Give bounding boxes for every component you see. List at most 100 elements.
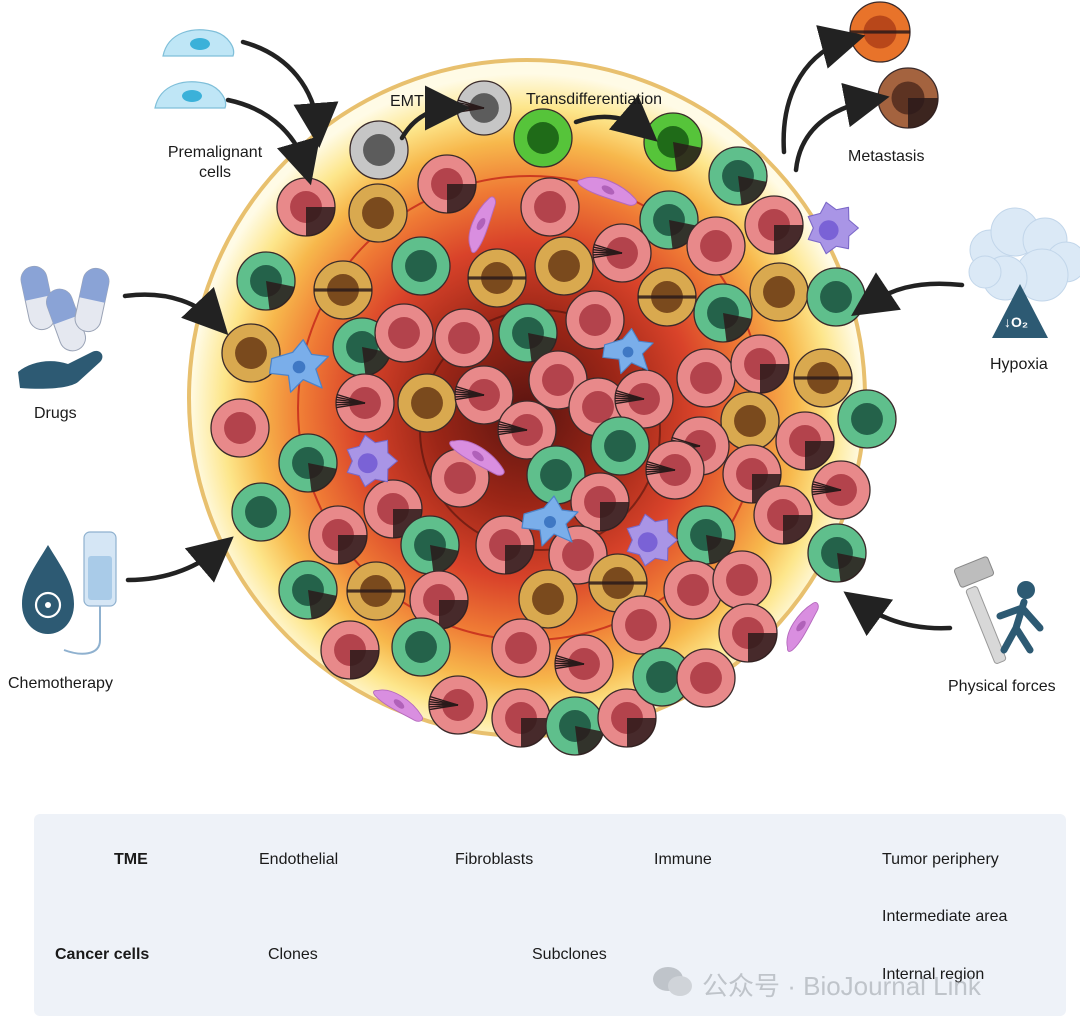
cancer-cell xyxy=(475,515,535,575)
cell-nucleus xyxy=(527,122,559,154)
cancer-cell xyxy=(592,223,652,283)
cancer-cell xyxy=(730,334,790,394)
metastasis-label: Metastasis xyxy=(848,148,925,165)
subclone-wedge xyxy=(308,463,337,492)
subclone-fan-line xyxy=(556,654,585,665)
cancer-cell xyxy=(614,369,674,429)
cancer-cell xyxy=(565,290,625,350)
cancer-cell xyxy=(335,373,395,433)
premalignant-label-line1: Premalignant xyxy=(167,144,263,161)
fibroblast-nucleus xyxy=(622,346,634,358)
subclone-fan-line xyxy=(430,695,459,706)
subclone-quarter xyxy=(447,184,476,213)
hypoxia-o2-symbol: ↓O₂ xyxy=(1004,314,1029,330)
cancer-cell xyxy=(676,648,736,708)
subclone-stripe xyxy=(850,30,910,34)
subclone-quarter xyxy=(505,545,534,574)
cancer-cell xyxy=(518,569,578,629)
subclone-quarter xyxy=(805,441,834,470)
subclone-quarter xyxy=(600,502,629,531)
cancer-cell xyxy=(278,560,338,620)
cancer-cell xyxy=(807,523,867,583)
subclone-stripe xyxy=(589,581,647,585)
transdifferentiation-label: Transdifferentiation xyxy=(526,91,663,108)
cell-nucleus xyxy=(690,662,722,694)
subclone-fan-line xyxy=(499,420,528,431)
cancer-cell xyxy=(374,303,434,363)
cancer-cell xyxy=(313,260,373,320)
premalignant-cell-1 xyxy=(162,29,235,57)
cancer-cell xyxy=(363,479,423,539)
iv-tube xyxy=(63,606,101,655)
endothelial-nucleus xyxy=(472,450,484,462)
subclone-wedge xyxy=(706,535,735,564)
fibroblast-cell xyxy=(268,339,330,393)
cancer-cell xyxy=(645,440,705,500)
drugs-label: Drugs xyxy=(34,405,77,422)
immune-nucleus xyxy=(637,532,658,553)
person-head xyxy=(1017,581,1035,599)
cell-nucleus xyxy=(444,462,476,494)
cell-nucleus xyxy=(235,337,267,369)
immune-cell xyxy=(626,513,678,567)
cancer-cell xyxy=(611,595,671,655)
external-icons xyxy=(18,29,1080,664)
arrows xyxy=(122,25,965,637)
subclone-quarter xyxy=(774,225,803,254)
cell-nucleus xyxy=(625,609,657,641)
subclone-fan-line xyxy=(337,393,366,404)
chemotherapy-label: Chemotherapy xyxy=(8,675,113,692)
hypoxia-label: Hypoxia xyxy=(990,356,1048,373)
cell-nucleus xyxy=(224,412,256,444)
cell-nucleus xyxy=(505,632,537,664)
cancer-cell xyxy=(686,216,746,276)
premalignant-cell-nucleus xyxy=(182,90,202,102)
cell-nucleus xyxy=(582,391,614,423)
immune-cell xyxy=(807,201,859,255)
watermark-text: 公众号 · BioJournal Link xyxy=(702,971,981,1001)
hypoxia-triangle xyxy=(992,284,1048,338)
biohazard-center xyxy=(45,602,51,608)
transdiff-source-cell xyxy=(513,108,573,168)
cancer-cell xyxy=(793,348,853,408)
cell-nucleus xyxy=(448,322,480,354)
subclone-wedge xyxy=(673,142,702,171)
cell-nucleus xyxy=(542,364,574,396)
endothelial-cell xyxy=(373,689,423,722)
cancer-cell xyxy=(534,236,594,296)
cell-nucleus xyxy=(579,304,611,336)
fibroblast-nucleus xyxy=(544,516,556,528)
subclone-wedge xyxy=(723,313,752,342)
cancer-cell xyxy=(637,267,697,327)
legend-internal-region-label: Internal region xyxy=(882,966,985,983)
capsule-icon xyxy=(20,265,56,331)
cancer-cell xyxy=(554,634,614,694)
capsule-top xyxy=(79,268,109,303)
cancer-cell xyxy=(434,308,494,368)
cancer-cell xyxy=(400,515,460,575)
hammer-head xyxy=(953,556,995,588)
subclone-wedge xyxy=(528,333,557,362)
cancer-cell xyxy=(467,248,527,308)
cancer-cell xyxy=(749,262,809,322)
cancer-cell xyxy=(497,400,557,460)
cell-nucleus xyxy=(540,459,572,491)
subclone-stripe xyxy=(794,376,852,380)
cancer-cell xyxy=(428,675,488,735)
hand-icon xyxy=(18,350,103,389)
subclone-quarter xyxy=(752,474,781,503)
cancer-cell xyxy=(520,177,580,237)
cancer-cell xyxy=(409,570,469,630)
fibroblast-nucleus xyxy=(292,360,306,374)
cancer-cell xyxy=(590,416,650,476)
cancer-cell xyxy=(597,688,657,748)
cancer-cell xyxy=(308,505,368,565)
cancer-cell xyxy=(526,445,586,505)
cell-nucleus xyxy=(532,583,564,615)
cloud-puff xyxy=(968,255,1002,289)
cancer-cell xyxy=(722,444,782,504)
subclone-stripe xyxy=(638,295,696,299)
cancer-cell xyxy=(391,236,451,296)
cancer-cell xyxy=(210,398,270,458)
